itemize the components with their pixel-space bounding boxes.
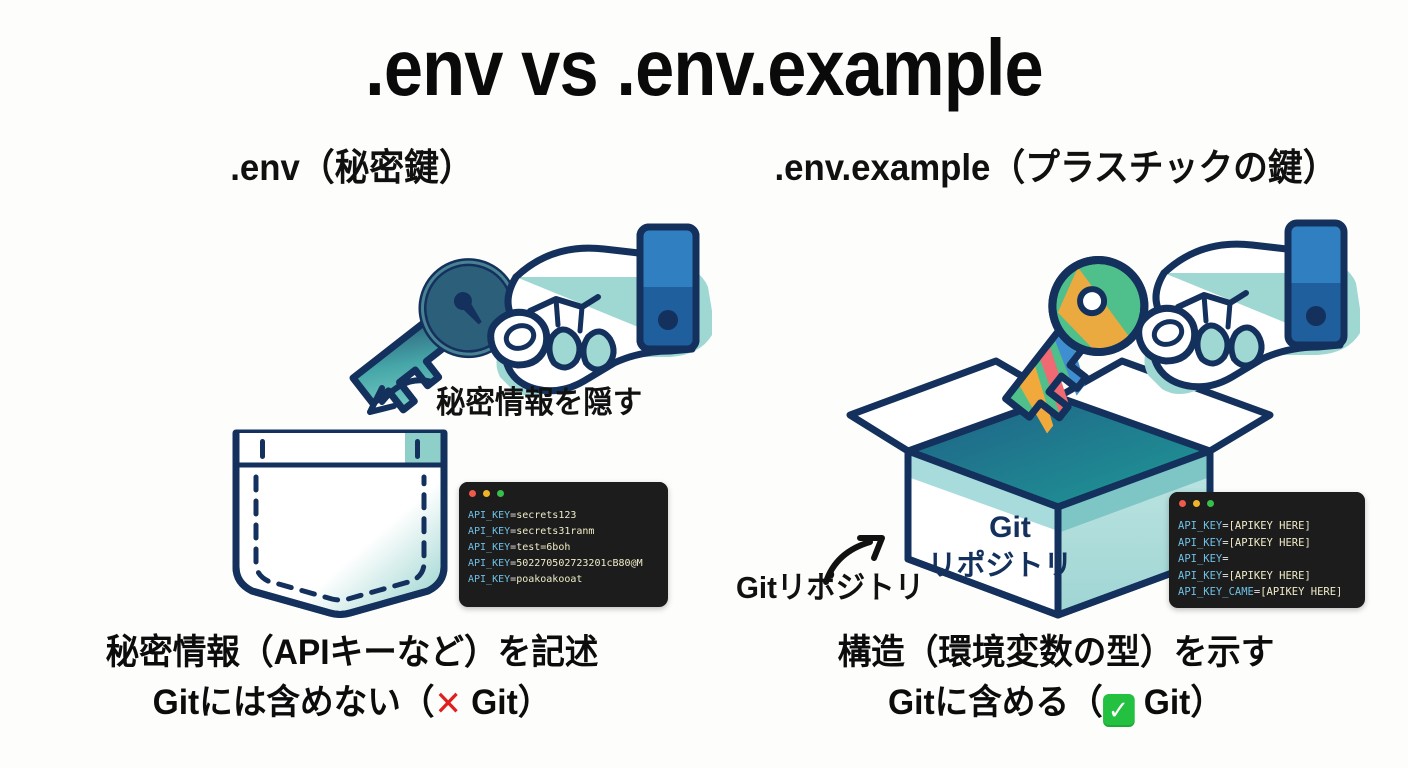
terminal-line: API_KEY_CAME=[APIKEY HERE] (1178, 584, 1365, 601)
terminal-line: API_KEY= (1178, 551, 1365, 568)
maximize-dot-icon[interactable] (497, 489, 504, 497)
env-key: API_KEY (468, 526, 511, 537)
env-key: API_KEY (1178, 553, 1223, 565)
env-equals: = (510, 558, 517, 569)
hide-secrets-arrow-icon (360, 372, 440, 422)
env-value: poakoakooat (516, 574, 583, 585)
env-equals: = (510, 526, 517, 537)
check-mark-icon: ✓ (1102, 693, 1135, 727)
terminal-titlebar (459, 482, 668, 504)
box-label-line2: リポジトリ (927, 549, 1072, 582)
right-caption-line2-before: Gitに含める（ (888, 682, 1103, 722)
terminal-line: API_KEY=502270502723201cB80@M (468, 556, 668, 572)
env-value: [APIKEY HERE] (1228, 569, 1311, 582)
env-equals: = (1222, 520, 1229, 532)
env-key: API_KEY (468, 558, 511, 569)
minimize-dot-icon[interactable] (1193, 499, 1200, 507)
env-key: API_KEY_CAME (1178, 586, 1254, 598)
cross-mark-icon: ✕ (434, 684, 462, 723)
env-key: API_KEY (1178, 569, 1223, 582)
metal-key-shape (349, 258, 519, 414)
left-column-subtitle: .env（秘密鍵） (230, 147, 474, 188)
left-caption-line1: 秘密情報（APIキーなど）を記述 (105, 633, 599, 672)
terminal-line: API_KEY=[APIKEY HERE] (1178, 568, 1365, 585)
page-title: .env vs .env.example (365, 23, 1044, 112)
env-equals: = (1222, 536, 1229, 549)
env-equals: = (1222, 553, 1229, 565)
maximize-dot-icon[interactable] (1207, 499, 1214, 507)
left-illustration (200, 215, 712, 625)
right-caption-line1: 構造（環境変数の型）を示す (837, 633, 1275, 672)
hide-secrets-label: 秘密情報を隠す (436, 385, 643, 420)
terminal-line: API_KEY=[APIKEY HERE] (1178, 518, 1365, 535)
env-key: API_KEY (1178, 520, 1223, 532)
right-terminal-body: API_KEY=[APIKEY HERE] API_KEY=[APIKEY HE… (1169, 514, 1365, 601)
env-equals: = (510, 542, 517, 553)
env-key: API_KEY (1178, 536, 1223, 549)
right-caption-line2-after: Git） (1143, 682, 1224, 722)
left-terminal-panel: API_KEY=secrets123 API_KEY=secrets31ranm… (459, 482, 668, 607)
right-caption-line2: Gitに含める（✓ Git） (718, 678, 1394, 728)
terminal-line: API_KEY=test=6boh (468, 540, 668, 556)
env-value: [APIKEY HERE] (1260, 586, 1343, 598)
box-label-line1: Git (989, 511, 1031, 544)
cardboard-box-shape (846, 357, 1274, 619)
env-value: [APIKEY HERE] (1228, 536, 1311, 549)
env-equals: = (510, 510, 517, 521)
env-key: API_KEY (468, 542, 511, 553)
env-key: API_KEY (468, 574, 511, 585)
right-illustration: Git リポジトリ (846, 215, 1360, 625)
close-dot-icon[interactable] (1179, 499, 1186, 507)
terminal-titlebar (1169, 492, 1365, 514)
left-terminal-body: API_KEY=secrets123 API_KEY=secrets31ranm… (459, 504, 668, 588)
right-column-subtitle: .env.example（プラスチックの鍵） (774, 147, 1338, 188)
hand-shape (487, 223, 712, 396)
left-caption-line2-before: Gitには含めない（ (152, 682, 435, 722)
left-caption: 秘密情報（APIキーなど）を記述 Gitには含めない（✕ Git） (14, 628, 690, 727)
git-repo-label: Gitリポジトリ (736, 570, 925, 605)
terminal-line: API_KEY=secrets123 (468, 508, 668, 524)
env-equals: = (1222, 569, 1229, 582)
terminal-line: API_KEY=poakoakooat (468, 572, 668, 588)
right-terminal-panel: API_KEY=[APIKEY HERE] API_KEY=[APIKEY HE… (1169, 492, 1365, 608)
right-caption: 構造（環境変数の型）を示す Gitに含める（✓ Git） (718, 628, 1394, 727)
env-equals: = (1253, 586, 1261, 598)
terminal-line: API_KEY=[APIKEY HERE] (1178, 535, 1365, 552)
git-repo-arrow-icon (820, 530, 900, 590)
env-key: API_KEY (468, 510, 511, 521)
env-value: secrets123 (516, 510, 577, 521)
minimize-dot-icon[interactable] (483, 489, 490, 497)
env-value: [APIKEY HERE] (1228, 520, 1311, 532)
env-equals: = (510, 574, 517, 585)
plastic-key-shape (1002, 256, 1149, 434)
close-dot-icon[interactable] (469, 489, 476, 497)
env-value: 502270502723201cB80@M (516, 558, 643, 569)
hand-shape (1135, 219, 1360, 394)
pocket-shape (232, 429, 448, 618)
terminal-line: API_KEY=secrets31ranm (468, 524, 668, 540)
left-caption-line2: Gitには含めない（✕ Git） (14, 678, 690, 728)
left-caption-line2-after: Git） (471, 682, 552, 722)
env-value: secrets31ranm (516, 526, 595, 537)
env-value: test=6boh (516, 542, 571, 553)
